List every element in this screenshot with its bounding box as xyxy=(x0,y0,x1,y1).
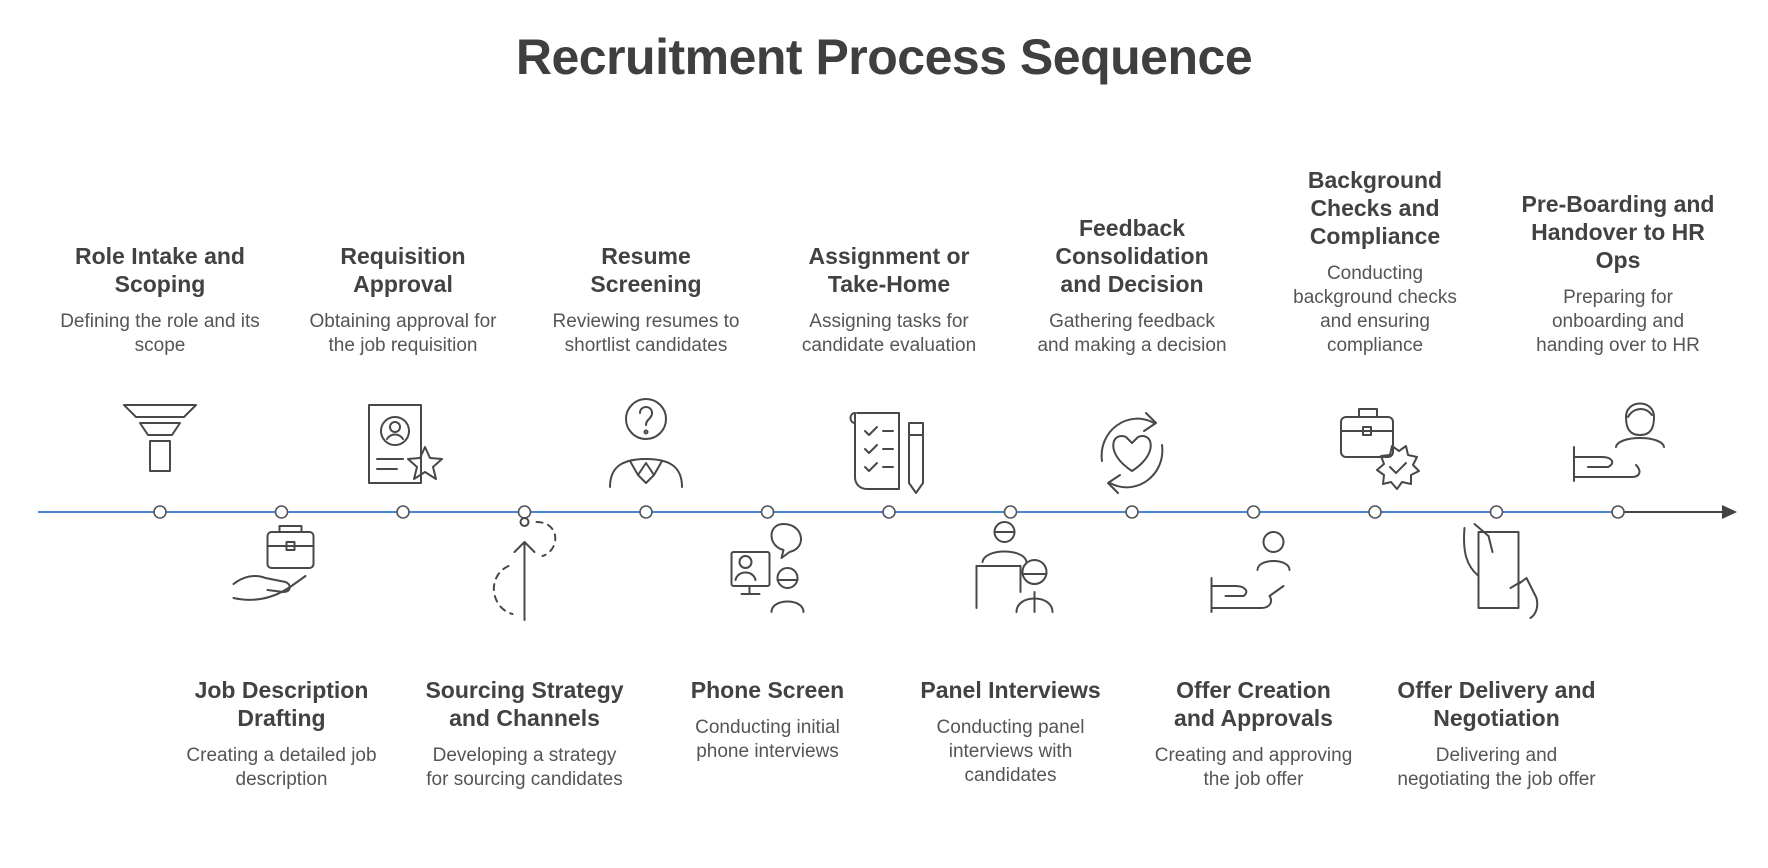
step-description: Defining the role and its scope xyxy=(60,311,260,356)
step-description: Reviewing resumes to shortlist candidate… xyxy=(552,311,740,356)
step-description: Gathering feedback and making a decision xyxy=(1037,311,1227,356)
step-title: Panel Interviews xyxy=(920,677,1101,703)
hands-document-icon xyxy=(1463,523,1539,619)
hand-briefcase-icon xyxy=(232,525,315,601)
heart-cycle-icon xyxy=(1100,412,1164,494)
timeline-marker-8 xyxy=(1003,505,1018,519)
timeline-marker-2 xyxy=(274,505,289,519)
interview-icon xyxy=(975,521,1054,613)
document-star-icon xyxy=(368,404,443,484)
timeline-marker-1 xyxy=(153,505,167,519)
step-description: Obtaining approval for the job requisiti… xyxy=(309,311,497,356)
timeline-markers xyxy=(153,505,1625,519)
hand-person-icon xyxy=(1210,531,1291,613)
path-arrow-icon xyxy=(492,517,557,621)
timeline-marker-13 xyxy=(1611,505,1625,519)
timeline-marker-5 xyxy=(639,505,653,519)
timeline-marker-4 xyxy=(517,505,532,519)
step-title: Pre-Boarding and Handover to HR Ops xyxy=(1521,191,1715,273)
timeline-marker-3 xyxy=(396,505,410,519)
step-description: Creating and approving the job offer xyxy=(1154,745,1353,790)
step-title: Job Description Drafting xyxy=(194,677,369,731)
step-description: Conducting background checks and ensurin… xyxy=(1293,263,1457,356)
step-description: Conducting initial phone interviews xyxy=(695,717,840,762)
timeline-marker-9 xyxy=(1125,505,1139,519)
step-title: Requisition Approval xyxy=(340,243,466,297)
timeline-marker-10 xyxy=(1246,505,1261,519)
briefcase-badge-icon xyxy=(1340,408,1420,490)
handover-person-icon xyxy=(1573,402,1665,482)
step-title: Offer Delivery and Negotiation xyxy=(1397,677,1596,731)
timeline-marker-11 xyxy=(1368,505,1382,519)
step-description: Delivering and negotiating the job offer xyxy=(1397,745,1596,790)
step-title: Phone Screen xyxy=(690,677,845,703)
checklist-pen-icon xyxy=(849,412,924,494)
step-icons xyxy=(123,398,1665,621)
step-description: Assigning tasks for candidate evaluation xyxy=(801,311,977,356)
question-person-icon xyxy=(609,398,683,488)
step-title: Resume Screening xyxy=(590,243,702,297)
timeline-marker-12 xyxy=(1489,505,1504,519)
timeline-marker-6 xyxy=(760,505,775,519)
page-title: Recruitment Process Sequence xyxy=(515,29,1253,85)
step-title: Assignment or Take-Home xyxy=(808,243,970,297)
step-description: Conducting panel interviews with candida… xyxy=(936,717,1085,786)
funnel-icon xyxy=(123,404,197,472)
step-description: Creating a detailed job description xyxy=(186,745,377,790)
step-description: Developing a strategy for sourcing candi… xyxy=(426,745,623,790)
step-title: Offer Creation and Approvals xyxy=(1174,677,1333,731)
step-title: Sourcing Strategy and Channels xyxy=(425,677,624,731)
timeline-marker-7 xyxy=(882,505,896,519)
step-title: Feedback Consolidation and Decision xyxy=(1055,215,1209,297)
step-title: Background Checks and Compliance xyxy=(1307,167,1443,249)
timeline-arrowhead xyxy=(1722,505,1737,519)
step-title: Role Intake and Scoping xyxy=(75,243,245,297)
video-call-icon xyxy=(730,523,805,613)
step-description: Preparing for onboarding and handing ove… xyxy=(1536,287,1700,356)
